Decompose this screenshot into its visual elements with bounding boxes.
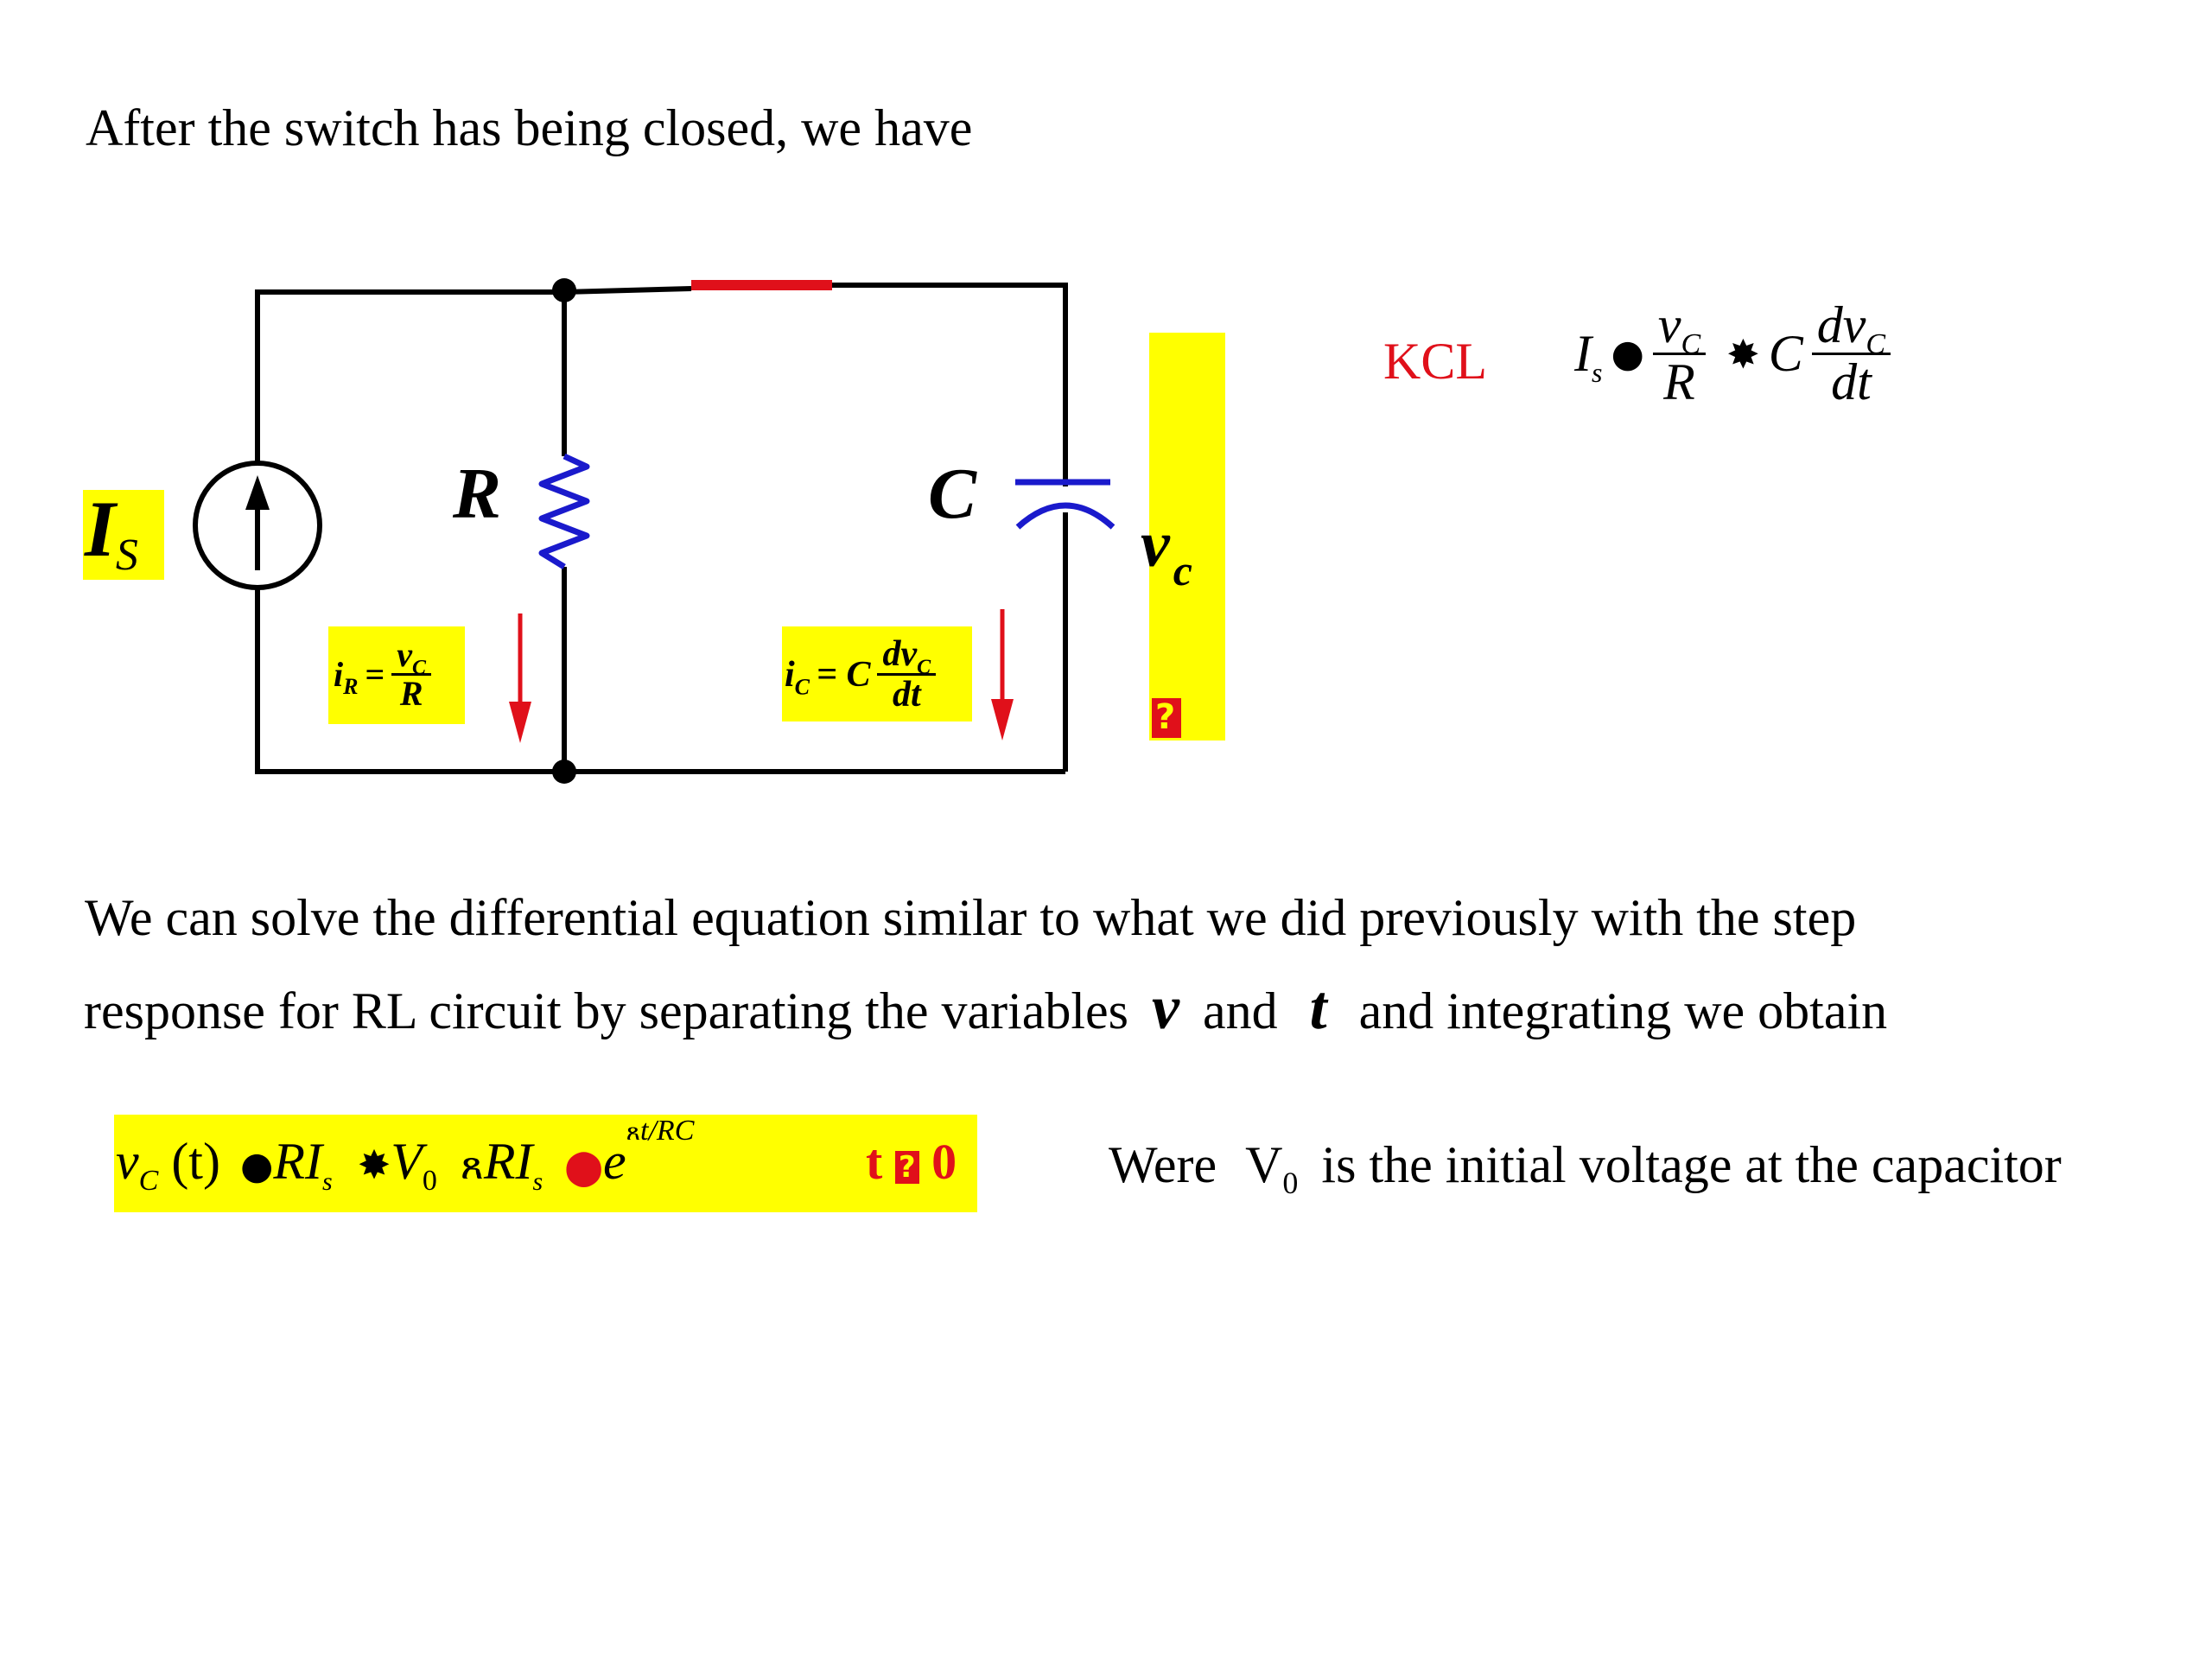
- vc-glyph-box: [1152, 698, 1181, 738]
- ir-arrow: [509, 613, 531, 743]
- kcl-label: KCL: [1383, 333, 1487, 390]
- resistor-label: R: [453, 454, 502, 534]
- ir-equation: iR = vC R: [334, 637, 432, 712]
- ic-equation: iC = C dvC dt: [785, 635, 937, 714]
- wire-top-right: [832, 283, 1068, 486]
- circuit-wires: [255, 283, 1068, 774]
- solution-condition: t ? 0: [866, 1134, 957, 1190]
- paragraph-line-2: response for RL circuit by separating th…: [84, 973, 1888, 1042]
- wire-top-left: [255, 286, 692, 463]
- vc-label: vc: [1141, 508, 1192, 594]
- node-top: [552, 278, 576, 302]
- node-bottom: [552, 760, 576, 784]
- capacitor: [1015, 479, 1116, 530]
- page-heading: After the switch has being closed, we ha…: [86, 99, 973, 156]
- is-highlight: [83, 490, 164, 580]
- note-text: Were V0 is the initial voltage at the ca…: [1109, 1136, 2062, 1200]
- capacitor-label: C: [928, 454, 977, 534]
- vc-glyph: ?: [1155, 697, 1176, 737]
- ic-highlight: [782, 626, 972, 721]
- current-source: [193, 461, 322, 590]
- vc-highlight: [1149, 333, 1225, 741]
- source-label: IS: [85, 485, 138, 580]
- wire-bottom: [255, 588, 1065, 774]
- ic-arrow: [991, 609, 1014, 741]
- solution-equation: vC (t) ●RIs ✸V0 ጸRIs ⬤eጸt/RC: [116, 1115, 695, 1197]
- kcl-equation: Is ● vC R ✸ C dvC dt: [1574, 298, 1891, 410]
- paragraph-line-1: We can solve the differential equation s…: [85, 889, 1857, 946]
- resistor: [538, 453, 590, 569]
- solution-box: [114, 1115, 977, 1212]
